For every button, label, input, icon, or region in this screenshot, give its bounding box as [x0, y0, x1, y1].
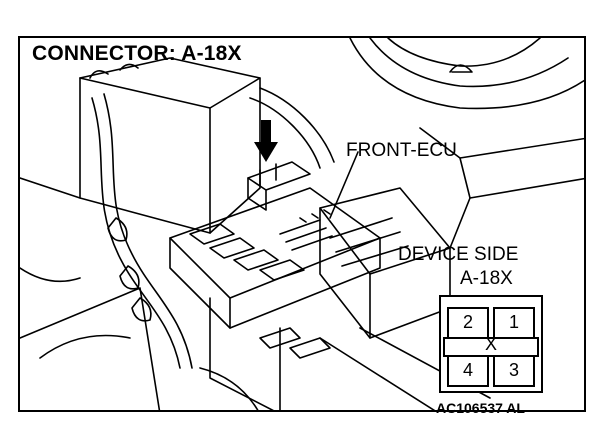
pin-3: 3 [508, 360, 519, 380]
diagram-frame [18, 36, 586, 412]
pin-4: 4 [462, 360, 473, 380]
connector-title: CONNECTOR: A-18X [32, 42, 242, 65]
figure-code: AC106537 AL [436, 400, 525, 416]
pin-2: 2 [462, 312, 473, 332]
pin-1: 1 [508, 312, 519, 332]
arrow-icon [254, 120, 278, 162]
connector-key-mark: X [484, 334, 497, 354]
front-ecu-label: FRONT-ECU [346, 140, 457, 161]
engine-bay-illustration [20, 38, 584, 410]
connector-id-label: A-18X [460, 268, 513, 289]
device-side-label: DEVICE SIDE [398, 244, 519, 265]
